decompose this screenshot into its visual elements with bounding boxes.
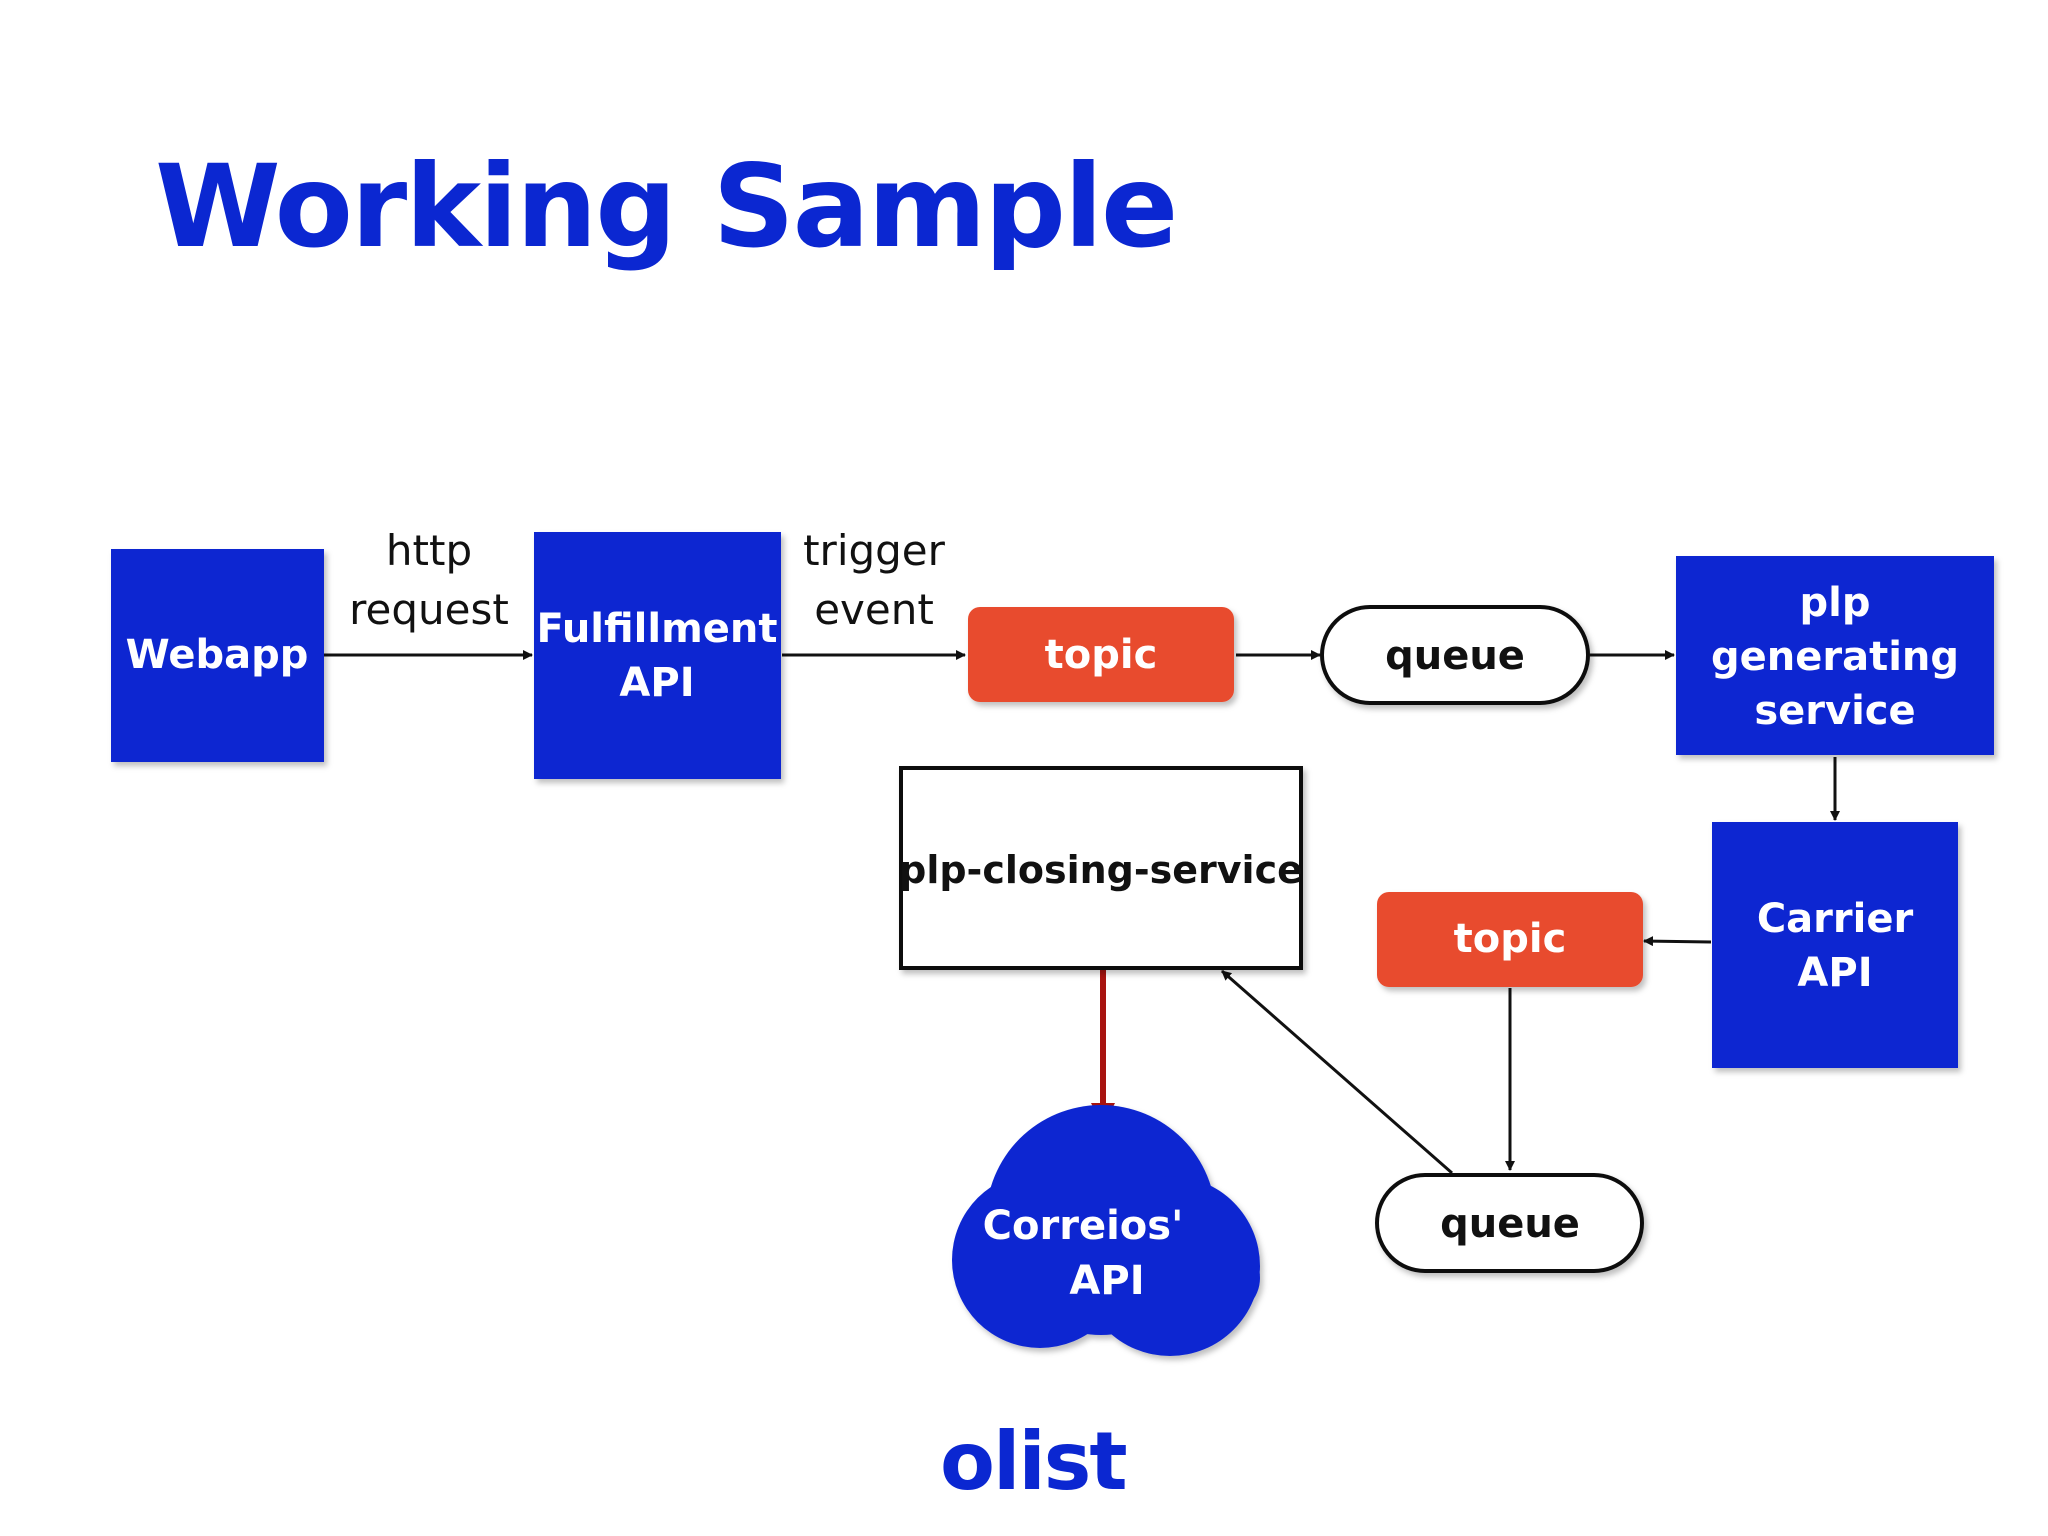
edge-label-request: request	[349, 585, 509, 634]
node-fulfillment-label-1: Fulfillment	[537, 606, 778, 652]
node-webapp: Webapp	[111, 549, 324, 762]
edge-queue-to-plp-closing	[1221, 969, 1453, 1175]
node-fulfillment-api: Fulfillment API	[534, 532, 781, 779]
olist-logo: olist	[940, 1415, 1128, 1508]
node-queue-2: queue	[1375, 1173, 1644, 1273]
node-plp-closing-service: plp-closing-service	[899, 766, 1303, 970]
edge-label-http: http	[386, 526, 472, 575]
node-plp-generating-label-2: generating	[1711, 634, 1959, 680]
edge-label-trigger: trigger	[803, 526, 946, 575]
edge-carrier-to-topic	[1643, 936, 1712, 947]
node-queue-1: queue	[1320, 605, 1590, 705]
node-correios-api: Correios' API	[952, 1105, 1260, 1356]
node-plp-generating-service: plp generating service	[1676, 556, 1994, 755]
node-plp-generating-label-1: plp	[1800, 580, 1871, 626]
node-carrier-api: Carrier API	[1712, 822, 1958, 1068]
node-correios-label-2: API	[1069, 1258, 1144, 1304]
slide-title: Working Sample	[155, 140, 1178, 273]
edge-label-event: event	[814, 585, 934, 634]
node-queue-1-label: queue	[1385, 633, 1525, 679]
node-topic-2-label: topic	[1454, 916, 1567, 962]
node-topic-1-label: topic	[1045, 632, 1158, 678]
node-plp-generating-label-3: service	[1754, 688, 1915, 734]
edges	[324, 650, 1840, 1175]
node-topic-1: topic	[968, 607, 1234, 702]
node-fulfillment-label-2: API	[619, 660, 694, 706]
node-webapp-label: Webapp	[126, 632, 309, 678]
node-topic-2: topic	[1377, 892, 1643, 987]
node-plp-closing-label: plp-closing-service	[899, 848, 1303, 892]
cloud-icon	[952, 1105, 1260, 1356]
node-queue-2-label: queue	[1440, 1201, 1580, 1247]
node-carrier-label-1: Carrier	[1757, 896, 1914, 942]
node-carrier-label-2: API	[1797, 950, 1872, 996]
node-correios-label-1: Correios'	[983, 1203, 1184, 1249]
